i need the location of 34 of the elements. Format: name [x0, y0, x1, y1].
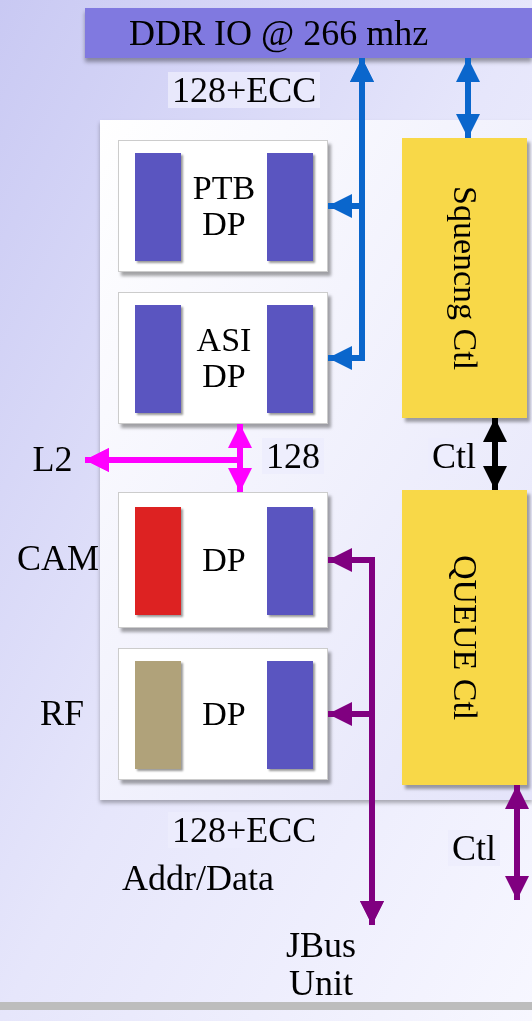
connector-arrow	[505, 785, 529, 900]
datapath-card	[118, 492, 328, 628]
port-bar	[135, 507, 181, 615]
port-bar	[135, 661, 181, 769]
connector-arrow	[483, 418, 507, 490]
node-text: DDR IO @ 266 mhz	[129, 15, 429, 51]
node-text: JBus Unit	[285, 927, 357, 1003]
edge-label: 128	[262, 438, 324, 474]
side-label: CAM	[16, 540, 100, 576]
connector-arrow	[456, 58, 480, 138]
datapath-card	[118, 648, 328, 780]
port-bar	[135, 153, 181, 261]
edge-label: 128+ECC	[168, 72, 321, 108]
node-text: DP	[202, 696, 246, 732]
port-bar	[267, 661, 313, 769]
port-bar	[267, 507, 313, 615]
edge-label: Ctl	[448, 830, 500, 866]
node-text: QUEUE Ctl	[447, 554, 482, 721]
node-text: PTB DP	[191, 170, 257, 242]
panel-background	[100, 120, 532, 800]
node-text: Squencng Ctl	[447, 185, 482, 371]
node-text: ASI DP	[195, 322, 253, 394]
node-text: L2	[32, 441, 73, 479]
io-bar	[85, 8, 532, 58]
port-bar	[267, 153, 313, 261]
side-label: RF	[38, 695, 85, 731]
node-text: DP	[202, 542, 246, 578]
port-bar	[267, 305, 313, 413]
port-bar	[135, 305, 181, 413]
datapath-card	[118, 292, 328, 424]
datapath-card	[118, 140, 328, 272]
bus-label: Addr/Data	[122, 860, 274, 896]
control-block	[402, 490, 527, 785]
control-block	[402, 138, 527, 418]
